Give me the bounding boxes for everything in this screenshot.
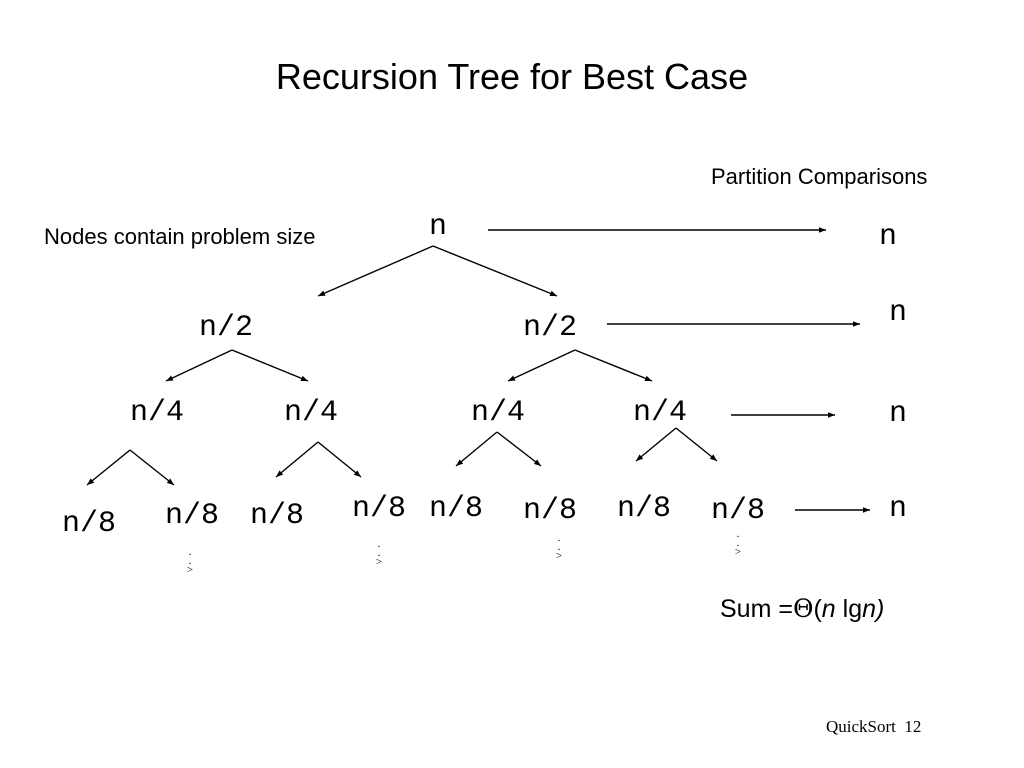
footer-deck-name: QuickSort [826, 717, 896, 736]
tree-edge [496, 431, 542, 467]
level2-node-2: n/4 [284, 396, 339, 430]
tree-edge [317, 245, 434, 297]
sum-n-second: n [862, 595, 876, 623]
tree-edge [129, 449, 175, 486]
tree-edge [455, 431, 498, 467]
tree-edge [507, 349, 576, 382]
level2-node-3: n/4 [471, 396, 526, 430]
footer: QuickSort 12 [826, 717, 921, 737]
comparison-level2: n [889, 397, 908, 431]
level3-node-3: n/8 [250, 499, 305, 533]
tree-edge [574, 349, 653, 382]
sum-lg: lg [835, 595, 863, 623]
tree-edge [635, 427, 677, 462]
level3-node-1: n/8 [62, 507, 117, 541]
level1-node-right: n/2 [523, 311, 578, 345]
theta-symbol: Θ [792, 594, 814, 623]
tree-edge [231, 349, 309, 382]
root-node: n [429, 210, 448, 244]
sum-prefix: Sum = [720, 595, 793, 623]
continuation-marker: ..> [375, 538, 383, 568]
tree-edge [275, 441, 319, 478]
level3-node-2: n/8 [165, 499, 220, 533]
nodes-note: Nodes contain problem size [44, 224, 316, 249]
comparison-level0: n [879, 220, 898, 254]
level3-node-5: n/8 [429, 492, 484, 526]
sum-close-paren: ) [876, 595, 885, 623]
continuation-marker: ..> [555, 532, 563, 562]
slide-title: Recursion Tree for Best Case [275, 56, 749, 97]
sum-n: n [821, 595, 836, 623]
sum-open-paren: ( [813, 595, 822, 623]
level1-node-left: n/2 [199, 311, 254, 345]
continuation-marker: ..> [186, 546, 194, 576]
partition-comparisons-header: Partition Comparisons [711, 164, 928, 189]
level3-node-7: n/8 [617, 492, 672, 526]
level3-node-6: n/8 [523, 494, 578, 528]
level2-node-4: n/4 [633, 396, 688, 430]
level3-node-4: n/8 [352, 492, 407, 526]
tree-edge [165, 349, 233, 382]
comparison-level3: n [889, 492, 908, 526]
continuation-marker: ..> [734, 528, 742, 558]
comparison-level1: n [889, 296, 908, 330]
footer-page-number: 12 [904, 717, 922, 736]
tree-edge [317, 441, 362, 478]
sum-formula: Sum =Θ(n lgn) [720, 594, 884, 624]
level3-node-8: n/8 [711, 494, 766, 528]
tree-edge [675, 427, 718, 462]
tree-edge [432, 245, 558, 297]
tree-edge [86, 449, 131, 486]
level2-node-1: n/4 [130, 396, 185, 430]
